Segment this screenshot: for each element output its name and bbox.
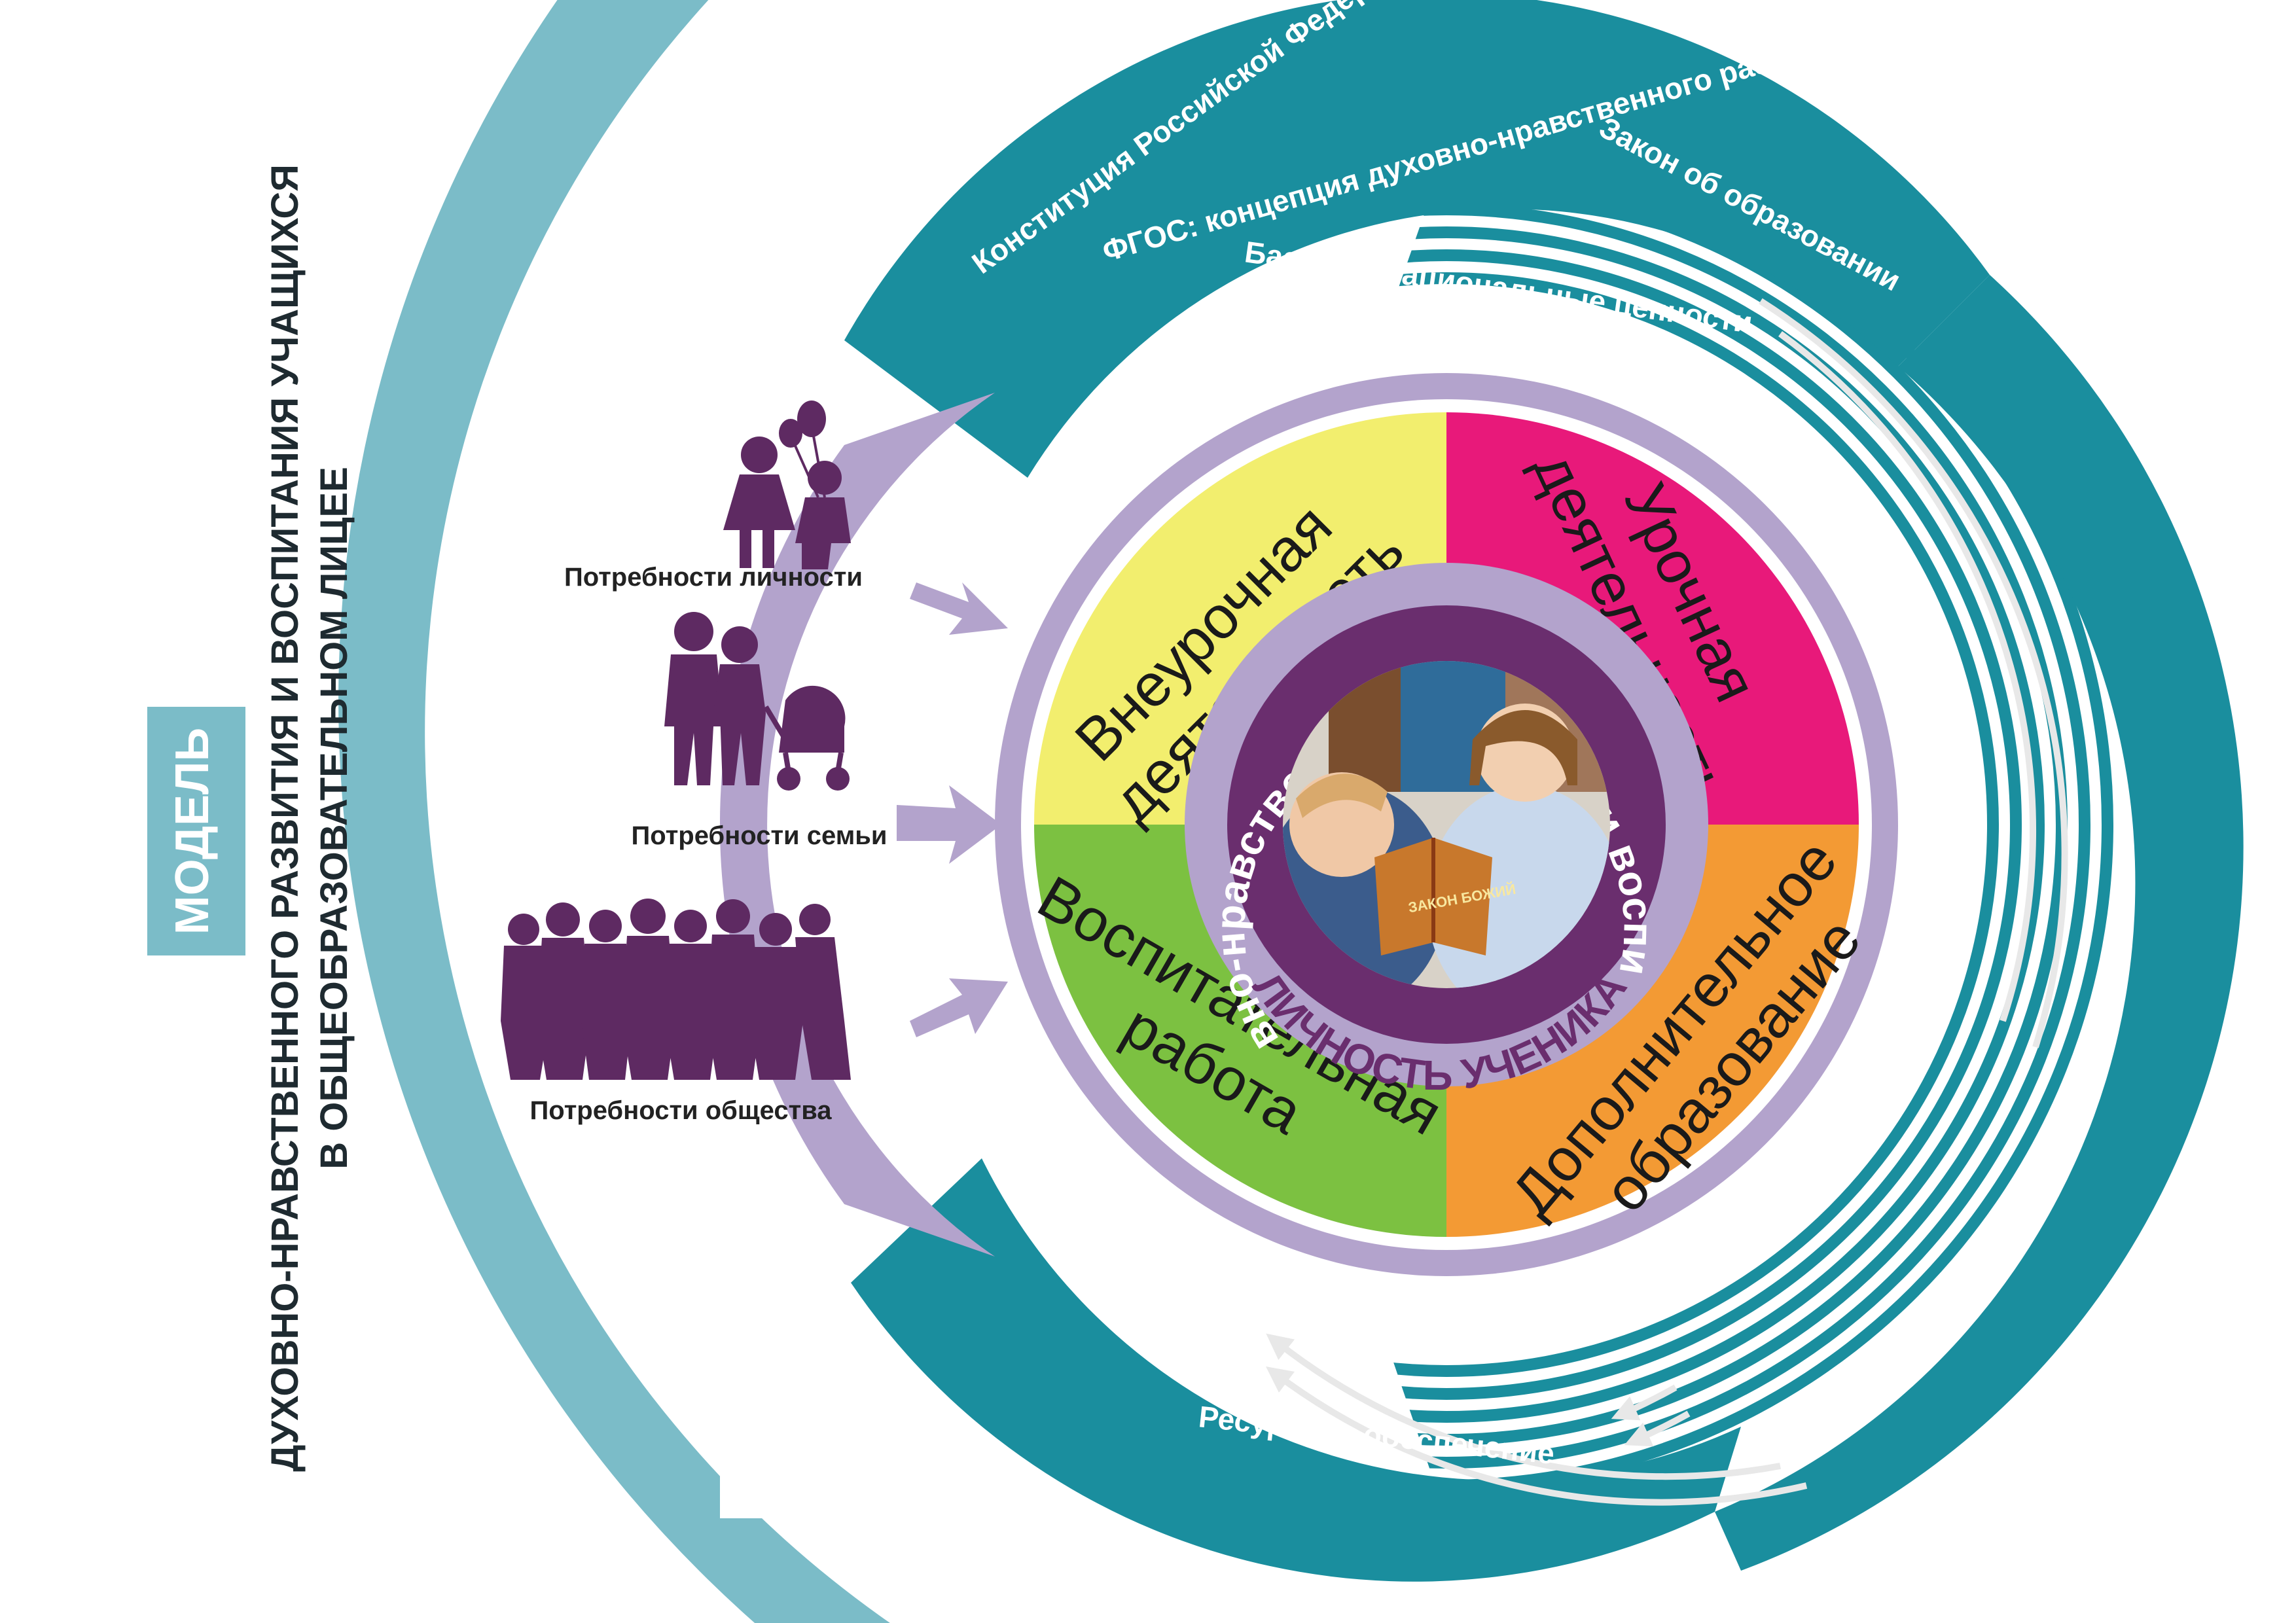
band-white-lines	[1265, 298, 2068, 1506]
need-label-personality: Потребности личности	[564, 563, 863, 592]
need-label-society: Потребности общества	[530, 1096, 833, 1125]
right-teal-arc	[1715, 275, 2244, 1571]
crowd-icon	[501, 899, 851, 1080]
bottom-teal-arc	[851, 1158, 1741, 1582]
title-box	[147, 707, 245, 955]
family-with-stroller-icon	[664, 612, 850, 791]
title-line2: В ОБЩЕОБРАЗОВАТЕЛЬНОМ ЛИЦЕЕ	[313, 467, 355, 1169]
need-label-family: Потребности семьи	[632, 821, 888, 850]
title-line1: ДУХОВНО-НРАВСТВЕННОГО РАЗВИТИЯ И ВОСПИТА…	[264, 164, 306, 1472]
outer-light-teal-arc	[338, 0, 890, 1623]
top-teal-arc	[844, 0, 1990, 478]
child-with-balloons-icon	[723, 401, 851, 569]
needs-arrows	[897, 582, 1008, 1037]
children-reading-photo: ЗАКОН БОЖИЙ	[1283, 661, 1610, 988]
title-main: МОДЕЛЬ	[166, 728, 219, 935]
